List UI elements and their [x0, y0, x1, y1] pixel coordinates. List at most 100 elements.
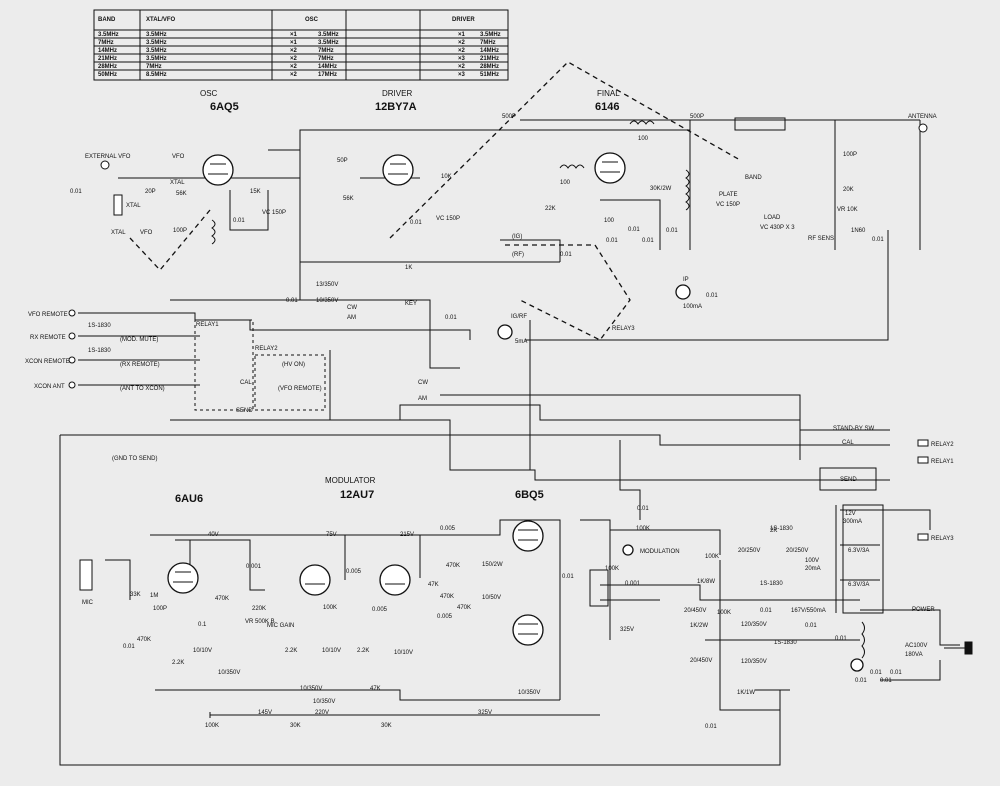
- meter-ig-rf-icon: [497, 324, 513, 340]
- table-cell: ×2: [458, 64, 466, 70]
- value-c-500p-2: 500P: [690, 114, 704, 120]
- label-load-vc: VC 430P X 3: [760, 225, 795, 231]
- label-cal-right: CAL: [842, 440, 854, 446]
- relay3-coil-icon: [917, 533, 929, 541]
- value-r-2k: 2K: [770, 528, 777, 534]
- table-cell: 50MHz: [98, 72, 117, 78]
- label-power: POWER: [912, 607, 935, 613]
- value-r-1k2w: 1K/2W: [690, 623, 708, 629]
- value-c-10-350d: 10/350V: [313, 699, 335, 705]
- power-transformer-icon: [842, 504, 884, 614]
- value-c-01: 0.1: [198, 622, 207, 628]
- tube-6aq5-icon: [202, 154, 234, 186]
- label-xtal: XTAL: [170, 180, 185, 186]
- wire-mod-out: [420, 519, 561, 700]
- value-c-0001: 0.001: [246, 564, 262, 570]
- table-cell: 3.5MHz: [98, 32, 119, 38]
- pilot-lamp-icon: [850, 658, 864, 672]
- table-cell: ×2: [458, 40, 466, 46]
- value-vc150-drv: VC 150P: [436, 216, 460, 222]
- label-cw-2: CW: [418, 380, 428, 386]
- value-r-100k-b: 100K: [636, 526, 650, 532]
- label-vfo: VFO: [172, 154, 185, 160]
- value-c-10-350: 10/350V: [316, 298, 338, 304]
- modulation-lamp-icon: [622, 544, 634, 556]
- table-cell: ×3: [458, 72, 466, 78]
- table-cell: ×1: [290, 32, 298, 38]
- table-cell: 3.5MHz: [318, 40, 339, 46]
- stage-tube-osc: 6AQ5: [210, 101, 239, 113]
- label-am-2: AM: [418, 396, 427, 402]
- stage-tube-12au7: 12AU7: [340, 489, 374, 501]
- wire-send: [440, 394, 890, 431]
- table-header-driver: DRIVER: [452, 17, 475, 23]
- label-vr-10k: VR 10K: [837, 207, 858, 213]
- table-cell: 14MHz: [98, 48, 117, 54]
- value-c-0-01j: 0.01: [880, 678, 892, 684]
- wire-fil: [840, 509, 931, 581]
- rf-choke-icon: [685, 169, 690, 211]
- ac-plug-icon: [944, 641, 973, 655]
- value-c-120-350: 120/350V: [741, 622, 767, 628]
- value-c-001-ip: 0.01: [706, 293, 718, 299]
- band-table: BAND XTAL/VFO OSC DRIVER: [98, 17, 475, 23]
- value-c-100p-m: 100P: [153, 606, 167, 612]
- wire-ps-hv: [640, 584, 860, 641]
- value-r-47k: 47K: [428, 582, 439, 588]
- label-6v3-b: 6.3V/3A: [848, 582, 869, 588]
- label-ip-100ma: 100mA: [683, 304, 702, 310]
- value-r-30k-f: 30K: [381, 723, 392, 729]
- label-vfo-switch: VFO: [140, 230, 153, 236]
- wire-ac: [860, 609, 960, 681]
- value-c-100p-osc: 100P: [173, 228, 187, 234]
- value-c-10-10v-b: 10/10V: [322, 648, 341, 654]
- stage-tube-driver: 12BY7A: [375, 101, 417, 113]
- label-send: SEND: [236, 408, 253, 414]
- label-12v: 12V: [845, 511, 856, 517]
- label-ac100v: AC100V: [905, 643, 927, 649]
- value-r-100k-m: 100K: [323, 605, 337, 611]
- antenna-connector-icon: [918, 123, 928, 133]
- relay1-box: [194, 319, 254, 411]
- value-c-001-f3: 0.01: [628, 227, 640, 233]
- crystal-icon: [113, 194, 123, 216]
- value-r-470k-d: 470K: [440, 594, 454, 600]
- value-r-100v: 100V: [805, 558, 819, 564]
- label-band: BAND: [745, 175, 762, 181]
- relay2-box: [254, 354, 326, 411]
- table-cell: 7MHz: [318, 48, 334, 54]
- value-r-20k: 20K: [843, 187, 854, 193]
- label-osc-v: 13/350V: [316, 282, 338, 288]
- label-xtal-switch: XTAL: [111, 230, 126, 236]
- table-cell: ×2: [290, 56, 298, 62]
- table-cell: ×2: [458, 48, 466, 54]
- table-cell: ×1: [290, 40, 298, 46]
- label-relay1: RELAY1: [196, 322, 219, 328]
- label-5ma: 5mA: [515, 339, 527, 345]
- label-cal: CAL: [240, 380, 252, 386]
- value-c-100p-ant: 100P: [843, 152, 857, 158]
- value-c-0011: 0.01: [562, 574, 574, 580]
- label-300ma: 300mA: [843, 519, 862, 525]
- label-relay3: RELAY3: [612, 326, 635, 332]
- label-xcon-remote: XCON REMOTE: [25, 359, 70, 365]
- label-load: LOAD: [764, 215, 781, 221]
- value-d-1s1830-c: 1S-1830: [770, 526, 793, 532]
- value-c-0-01g: 0.01: [705, 724, 717, 730]
- value-c-20-450: 20/450V: [684, 608, 706, 614]
- value-r-100k-f: 100K: [605, 566, 619, 572]
- label-hv-on: (HV ON): [282, 362, 305, 368]
- wire-mod-ground: [155, 540, 560, 701]
- value-c-0012: 0.01: [637, 506, 649, 512]
- wire-mic-input: [105, 539, 265, 600]
- label-relay2: RELAY2: [255, 346, 278, 352]
- value-r-1m: 1M: [150, 593, 158, 599]
- table-cell: ×2: [290, 72, 298, 78]
- tube-12by7a-icon: [382, 154, 414, 186]
- value-r-100k-c: 100K: [717, 610, 731, 616]
- label-standby-sw: STAND-BY SW: [833, 426, 874, 432]
- value-c-20-250: 20/250V: [738, 548, 760, 554]
- value-c-0005d: 0.005: [372, 607, 388, 613]
- label-6v3-a: 6.3V/3A: [848, 548, 869, 554]
